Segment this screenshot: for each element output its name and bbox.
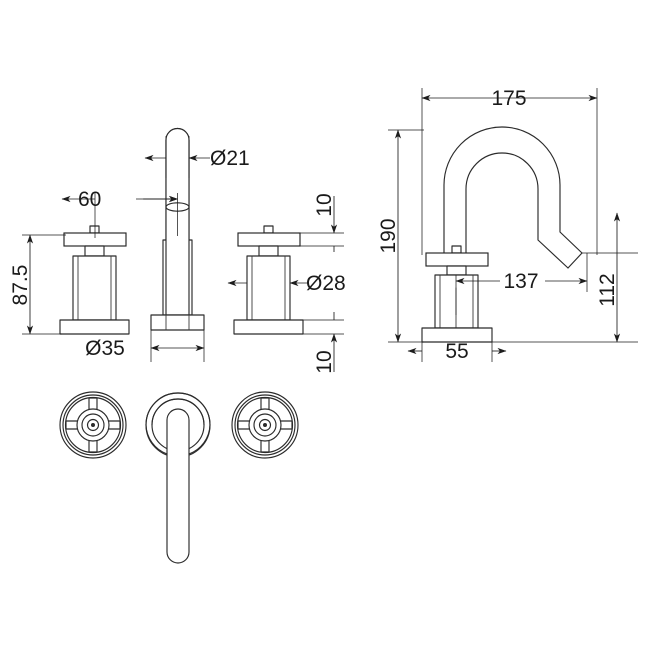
dimension-label-55: 55	[445, 340, 468, 363]
dimension-60: 60	[61, 188, 178, 238]
left-handle-body	[72, 255, 117, 321]
plan-spout-tube	[166, 408, 190, 564]
right-handle-nub	[263, 225, 274, 234]
plan-spout-flange-arc-top	[145, 392, 211, 426]
right-handle-neck	[258, 245, 279, 257]
spout-arc-outer	[443, 126, 583, 256]
dimension-label-87-5: 87.5	[9, 265, 32, 306]
dimension-175: 175	[421, 87, 598, 255]
dimension-190: 190	[377, 129, 424, 343]
dimension-10-top: 10	[298, 193, 344, 252]
side-base-flange	[421, 327, 493, 343]
dimension-dia-21: Ø21	[144, 136, 250, 178]
dimension-112: 112	[492, 212, 638, 343]
dimension-label-10-bottom: 10	[313, 350, 336, 373]
spout-arc-inner	[465, 152, 569, 269]
right-handle-base-flange	[233, 319, 304, 335]
plan-view	[59, 391, 299, 564]
dimension-label-112: 112	[596, 273, 619, 306]
front-elevation-view: Ø21 60 87.5 Ø35	[9, 128, 346, 374]
plan-right-hub-center	[263, 423, 267, 427]
dimension-dia-35: Ø35	[85, 330, 205, 362]
side-elevation-view: 175 190 112 137	[377, 87, 638, 363]
plan-spout-flange-arc-bl	[145, 424, 168, 455]
dimension-label-dia-21: Ø21	[210, 147, 250, 170]
left-handle-base-flange	[59, 319, 130, 335]
left-handle-assembly	[59, 225, 130, 335]
dimension-label-dia-28: Ø28	[306, 272, 346, 295]
right-handle-knurled-cap	[237, 232, 301, 247]
plan-left-hub-center	[91, 423, 95, 427]
dimension-label-175: 175	[491, 87, 526, 110]
dimension-label-10-top: 10	[313, 193, 336, 216]
dimension-label-dia-35: Ø35	[85, 337, 125, 360]
side-handle-nub	[451, 245, 462, 254]
dimension-label-137: 137	[503, 270, 538, 293]
dimension-10-bottom: 10	[300, 312, 344, 374]
right-handle-assembly	[233, 225, 304, 335]
plan-spout	[145, 392, 211, 564]
dimension-dia-28: Ø28	[227, 272, 346, 295]
dimension-55: 55	[407, 340, 507, 363]
plan-spout-flange-arc-top-inner	[151, 398, 205, 426]
plan-left-cross-handle	[59, 391, 127, 459]
plan-spout-flange-arc-br	[188, 424, 211, 455]
spout-outlet-cut	[567, 252, 583, 269]
left-handle-neck	[84, 245, 105, 257]
right-handle-body	[246, 255, 291, 321]
left-handle-nub	[89, 225, 100, 234]
dimension-label-60: 60	[78, 188, 101, 211]
plan-right-cross-handle	[231, 391, 299, 459]
plan-right-outer-ring-2	[234, 394, 296, 456]
dimension-label-190: 190	[377, 218, 400, 253]
spout-base-flange	[150, 314, 205, 331]
plan-left-outer-ring-2	[62, 394, 124, 456]
side-handle-knurled-cap	[425, 252, 489, 267]
dimension-87-5: 87.5	[9, 234, 66, 335]
side-handle-neck	[446, 265, 467, 276]
dimension-137: 137	[455, 253, 588, 315]
side-handle-body	[434, 274, 479, 329]
